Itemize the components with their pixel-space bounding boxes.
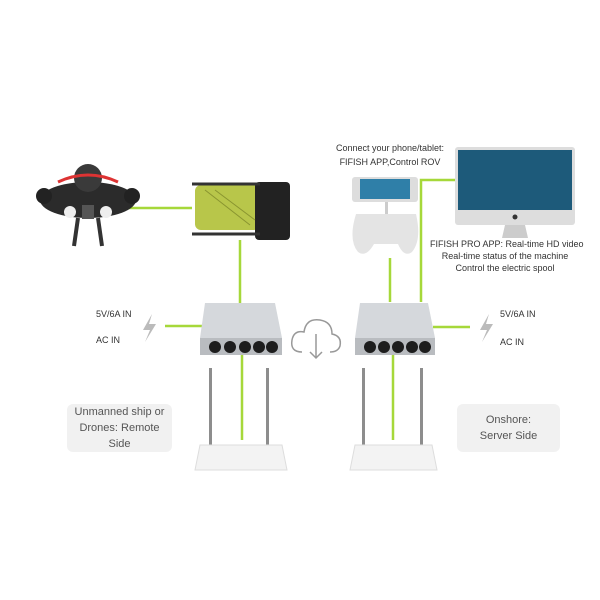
left-lightning-icon xyxy=(143,314,156,342)
remote-side-line: Drones: Remote Side xyxy=(79,422,160,450)
server-side-label: Onshore: Server Side xyxy=(457,404,560,452)
monitor-icon xyxy=(455,147,575,238)
remote-side-line: Unmanned ship or xyxy=(74,406,165,418)
left-router-icon xyxy=(194,368,288,471)
electric-spool-icon xyxy=(192,182,290,240)
remote-controller-with-phone-icon xyxy=(352,177,419,254)
rov-drone-icon xyxy=(36,164,140,247)
monitor-caption-line: Real-time status of the machine xyxy=(441,251,569,261)
phone-caption: Connect your phone/tablet: FIFISH APP,Co… xyxy=(320,141,460,169)
phone-caption-line: FIFISH APP,Control ROV xyxy=(339,157,441,167)
monitor-caption-line: Control the electric spool xyxy=(455,263,555,273)
server-side-line: Server Side xyxy=(479,430,538,442)
right-dc-input-label: 5V/6A IN xyxy=(500,309,536,319)
cloud-download-icon xyxy=(290,319,342,360)
left-dc-input-label: 5V/6A IN xyxy=(96,309,132,319)
monitor-caption-line: FIFISH PRO APP: Real-time HD video xyxy=(430,239,584,249)
left-ac-input-label: AC IN xyxy=(96,335,121,345)
monitor-caption: FIFISH PRO APP: Real-time HD video Real-… xyxy=(430,238,584,274)
server-side-line: Onshore: xyxy=(485,414,532,426)
left-hub-icon xyxy=(200,303,282,355)
phone-caption-line: Connect your phone/tablet: xyxy=(335,143,445,153)
right-ac-input-label: AC IN xyxy=(500,337,525,347)
right-lightning-icon xyxy=(480,314,493,342)
right-hub-icon xyxy=(355,303,435,355)
connection-lines xyxy=(125,178,470,440)
remote-side-label: Unmanned ship or Drones: Remote Side xyxy=(67,404,172,452)
right-router-icon xyxy=(349,368,438,471)
monitor-to-hub-line xyxy=(419,178,455,302)
